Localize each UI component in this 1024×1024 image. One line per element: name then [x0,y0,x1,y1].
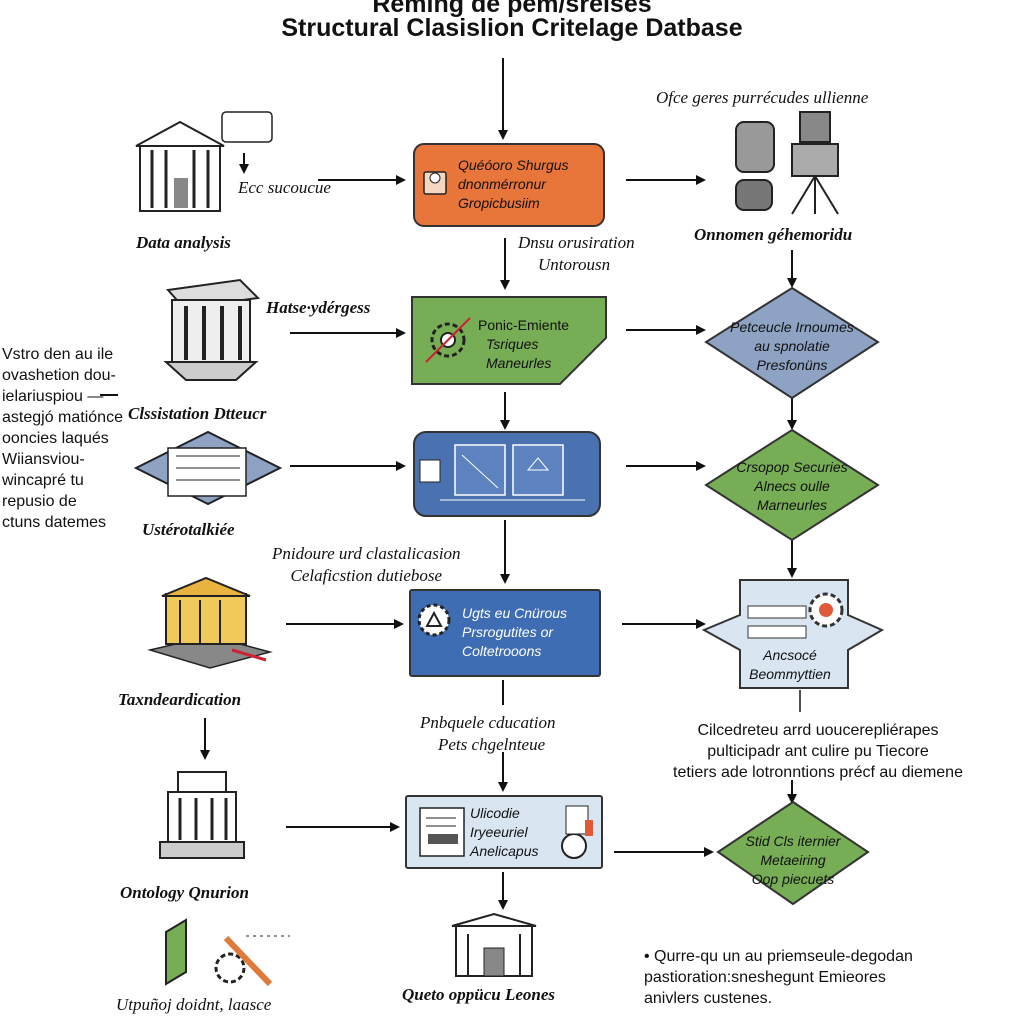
tools-illustration [165,918,290,987]
label-bottom-building: Queto oppücu Leones [402,985,555,1004]
label-ontology: Ontology Qnurion [120,883,249,902]
label-data-analysis: Data analysis [136,233,231,252]
box-green-notched [411,296,607,385]
box-orange-text: Quéóoro Shurgus dnonmérronur Gropicbusii… [458,157,569,211]
label-right-sub: Onnomen géhemoridu [694,225,853,244]
box-light-gears-text: Ancsocé Beommyttien [749,647,831,682]
diamond-green-text: Crsopop Securies Alnecs oulle Marneurles [736,459,848,513]
museum-building-illustration [451,912,537,977]
box-blue-gears [409,589,601,677]
right-note-2: • Qurre-qu un au priemseule-degodan past… [644,948,913,1007]
worker-icon [423,171,447,195]
label-right-top: Ofce geres purrécudes ullienne [656,88,869,107]
blueprint-icon [419,444,585,501]
label-output: Utpuñoj doidnt, laasce [116,995,272,1014]
box-blue-gears-text: Ugts eu Cnürous Prsrogutites or Coltetro… [462,605,568,659]
gear-icon-box4 [417,603,451,637]
label-item3: Ustérotalkiée [142,520,235,539]
diamond-slate-text: Petceucle Irnoumes au spnolatie Presfonü… [730,319,854,373]
gear-icon-box2 [425,317,471,363]
side-note: Vstro den au ile ovashetion dou- ielariu… [2,346,123,531]
box-green-text: Ponic-Emiente Tsriques Maneurles [478,317,570,371]
box-blue-diagram [413,431,601,517]
arrow-text-1: Ecc sucoucue [238,178,331,197]
gold-building-illustration [147,576,273,669]
between-text-4: Pnbquele cducation Pets chgelnteue [420,713,556,754]
arrow-text-2: Hatse·ydérgess [266,298,371,317]
document-icon [419,805,593,859]
box-document-text: Ulicodie Iryeeuriel Anelicapus [470,805,539,859]
between-text-1: Dnsu orusiration Untorousn [518,233,635,274]
diamond-bottom-text: Stid Cls iternier Metaeiring Oop piecuet… [745,833,841,887]
temple-illustration-1 [135,111,273,212]
diamond-slate [704,286,880,400]
city-block-illustration [133,430,283,506]
box-orange [413,143,605,227]
diagram-title-line2: Structural Clasislion Critelage Datbase [281,14,743,42]
between-text-3: Pnidoure urd clastalicasion Celaficstion… [272,544,461,585]
gears-target-icon [747,592,844,639]
machines-illustration [735,111,839,215]
temple-illustration-2 [163,278,261,381]
label-classification: Clssistation Dtteucr [128,404,267,423]
label-taxonomy: Taxndeardication [118,690,242,709]
diagram-title-line1: Reming de pem/sreises [372,0,652,18]
tower-illustration [159,771,245,859]
diamond-green [704,428,880,542]
right-note-1: Cilcedreteu arrd uoucerepliérapes pultic… [673,722,963,781]
diamond-bottom-green [716,800,870,906]
